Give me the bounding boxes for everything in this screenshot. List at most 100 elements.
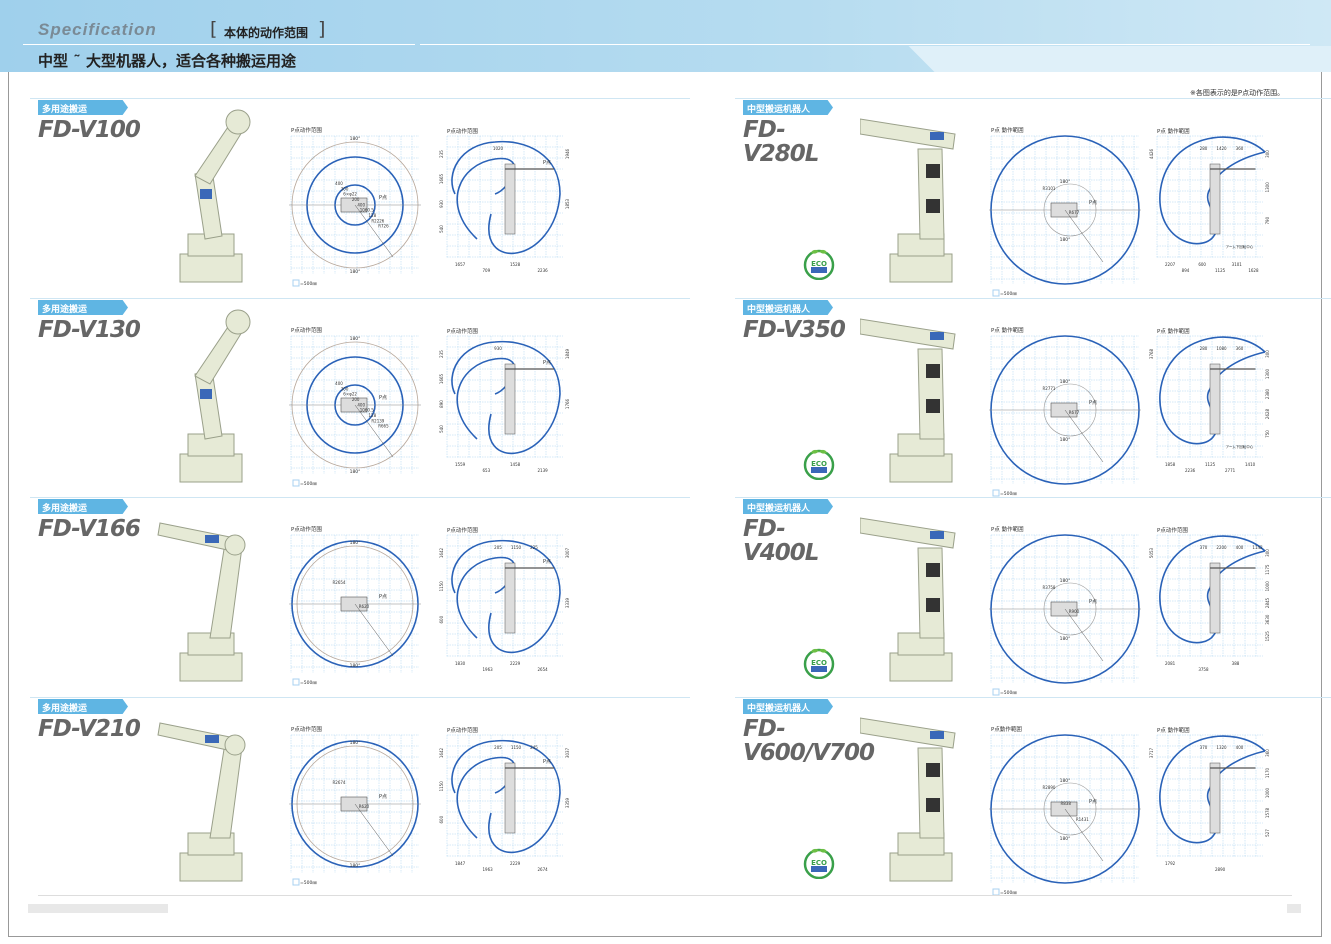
category-tag: 多用途搬运 [38,499,128,514]
p-point-label: P点 [379,395,387,401]
dimension-label: 1858 [1165,462,1176,467]
robot-photo [859,118,956,283]
dimension-label: 400 [335,381,343,386]
annotation-label: アーム下回転中心 [1226,244,1254,249]
grid-legend: =500㎜ [300,281,317,287]
angle-label: 180° [350,540,361,546]
diagram-title: P点 動作範囲 [1157,127,1190,135]
eco-text: ECO [811,859,827,867]
dimension-label: 1300 [1265,368,1270,379]
page-frame [8,6,1322,937]
angle-label: 180° [1060,578,1071,584]
dimension-label: 2674 [538,867,549,872]
bracket-open: [ [210,18,218,40]
dimension-label: 400 [1236,545,1244,550]
section-divider [735,697,1331,698]
dimension-label: 600 [439,615,444,623]
robot-image [859,104,990,293]
eco-plate [811,467,827,473]
dimension-label: 527 [1265,829,1270,837]
angle-label: 180° [350,469,361,475]
legend-swatch [992,688,1000,696]
dimension-label: 128 [369,413,377,418]
grid-legend: =500㎜ [1000,690,1017,696]
dimension-label: R726 [378,224,389,229]
dimension-label: 245 [530,745,538,750]
legend-swatch [292,878,300,886]
dimension-label: 300 [1265,549,1270,557]
eco-plate [811,866,827,872]
robot-motor [926,364,940,378]
robot-base [179,652,243,682]
dimension-label: 1792 [1165,861,1176,866]
dimension-label: R677 [1069,210,1080,215]
robot-photo [179,109,251,283]
dimension-label: 750 [1265,430,1270,438]
legend-swatch [992,489,1000,497]
dimension-label: R620 [359,804,370,809]
dimension-label: 1665 [439,173,444,184]
section-divider [735,497,1331,498]
dimension-label: 653 [483,468,491,473]
dimension-label: 1963 [483,867,494,872]
dimension-label: 300 [1265,350,1270,358]
section-subtitle: 本体的动作范围 [224,26,309,40]
robot-logo-plate [200,189,212,199]
diagram-title: P点动作范围 [447,327,478,335]
eco-plate [811,666,827,672]
legend-swatch [292,479,300,487]
angle-label: 180° [1060,636,1071,642]
grid-legend: =500㎜ [300,481,317,487]
dimension-label: 400 [357,402,365,407]
dimension-label: 1150 [439,581,444,592]
dimension-label: 1559 [455,462,466,467]
angle-label: 180° [350,740,361,746]
header-divider [23,44,415,45]
robot-side-outline [1209,163,1221,235]
dimension-label: R2654 [333,580,346,585]
robot-image [150,104,280,293]
grid-legend: =500㎜ [300,880,317,886]
dimension-label: 1458 [510,462,521,467]
diagram-title: P点动作范围 [447,526,478,534]
eco-text: ECO [811,460,827,468]
dimension-label: R1431 [1076,817,1089,822]
p-point-label: P点 [379,195,387,201]
dimension-label: R2890 [1043,785,1056,790]
radius-line [354,803,394,857]
p-point-label: P点 [543,160,551,166]
radius-line [354,204,394,258]
dimension-label: 1142 [1252,545,1263,550]
range-note: ※各图表示的是P点动作范围。 [1190,89,1285,97]
dimension-label: 894 [1182,268,1190,273]
robot-top-outline [1050,801,1078,817]
dimension-label: 1020 [493,146,504,151]
dimension-label: 3768 [1149,348,1154,359]
radius-line [1064,808,1104,862]
dimension-label: 540 [439,225,444,233]
dimension-label: R2139 [371,418,384,423]
section-divider [30,98,690,99]
dimension-label: 2628 [1265,408,1270,419]
dimension-label: 1963 [483,667,494,672]
annotation-label: アーム下回転中心 [1226,444,1254,449]
page-headline: 中型 ˜ 大型机器人，适合各种搬运用途 [38,52,296,70]
dimension-label: 1175 [1265,564,1270,575]
angle-label: 180° [1060,778,1071,784]
robot-upper-arm [157,722,236,752]
eco-leaf-icon: ECO [803,449,835,481]
legend-swatch [992,289,1000,297]
dimension-label: 1657 [455,262,466,267]
dimension-label: 1150 [511,745,522,750]
robot-lower-arm [917,148,945,240]
eco-plate [811,267,827,273]
robot-top-outline [1050,202,1078,218]
model-name: FD-V210 [38,716,141,742]
dimension-label: 400 [357,202,365,207]
